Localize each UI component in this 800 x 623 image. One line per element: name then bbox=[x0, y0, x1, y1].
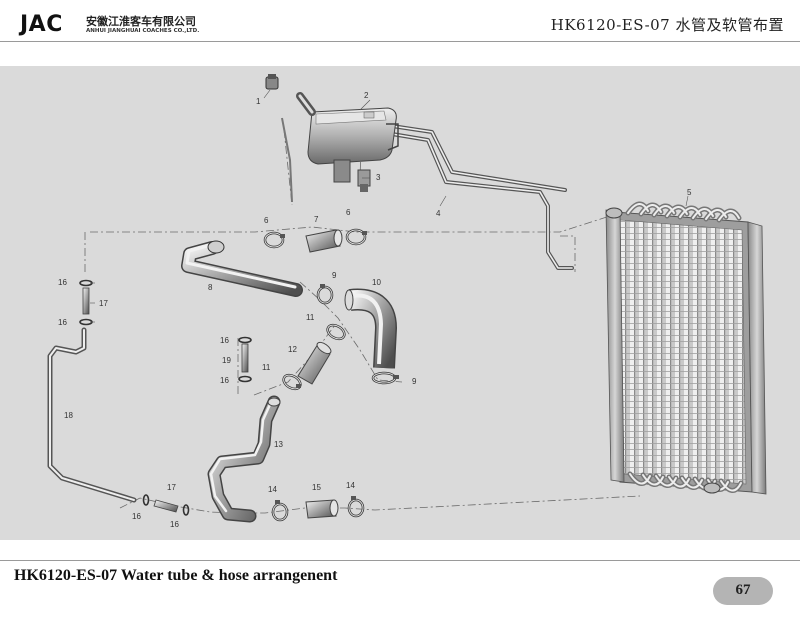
hose-clip-16c bbox=[238, 336, 252, 344]
callout-5: 5 bbox=[687, 188, 692, 197]
callout-10: 10 bbox=[372, 278, 381, 287]
expansion-tank bbox=[296, 92, 399, 183]
hose-12 bbox=[297, 341, 332, 385]
part-callouts: 1 2 3 4 5 6 6 7 8 9 9 10 11 11 12 13 14 … bbox=[58, 91, 692, 529]
callout-18: 18 bbox=[64, 411, 73, 420]
hose-clamp-11b bbox=[282, 373, 302, 391]
radiator bbox=[605, 201, 767, 495]
callout-3: 3 bbox=[376, 173, 381, 182]
hose-clamp-6a bbox=[263, 231, 285, 249]
hose-clip-16d bbox=[238, 375, 252, 383]
hose-clamp-14a bbox=[271, 500, 289, 522]
pipe-13 bbox=[207, 395, 281, 523]
exploded-parts-diagram: 1 2 3 4 5 6 6 7 8 9 9 10 11 11 12 13 14 … bbox=[0, 66, 800, 540]
callout-7: 7 bbox=[314, 215, 319, 224]
callout-14a: 14 bbox=[268, 485, 277, 494]
callout-8: 8 bbox=[208, 283, 213, 292]
header-divider bbox=[0, 41, 800, 42]
callout-leaders bbox=[90, 89, 689, 323]
callout-9b: 9 bbox=[412, 377, 417, 386]
page-number: 67 bbox=[735, 582, 751, 598]
hose-clip-16e bbox=[142, 494, 150, 506]
hose-19 bbox=[241, 343, 249, 373]
company-name-en: ANHUI JIANGHUAI COACHES CO.,LTD. bbox=[86, 28, 200, 34]
callout-6a: 6 bbox=[264, 216, 269, 225]
callout-11b: 11 bbox=[262, 363, 271, 372]
elbow-hose-10 bbox=[344, 288, 398, 369]
callout-11a: 11 bbox=[306, 313, 315, 322]
hose-clamp-6b bbox=[345, 228, 367, 246]
callout-17a: 17 bbox=[99, 299, 108, 308]
callout-1: 1 bbox=[256, 97, 261, 106]
hose-17b bbox=[153, 499, 179, 513]
callout-6b: 6 bbox=[346, 208, 351, 217]
callout-16f: 16 bbox=[170, 520, 179, 529]
callout-12: 12 bbox=[288, 345, 297, 354]
drawing-title-cn: HK6120-ES-07 水管及软管布置 bbox=[550, 16, 784, 34]
callout-16c: 16 bbox=[220, 336, 229, 345]
callout-16b: 16 bbox=[58, 318, 67, 327]
page-number-badge: 67 bbox=[713, 577, 773, 605]
hose-clip-16f bbox=[182, 504, 190, 516]
pipe-18 bbox=[47, 327, 137, 503]
page-header: JAC 安徽江淮客车有限公司 ANHUI JIANGHUAI COACHES C… bbox=[0, 0, 800, 42]
brand-logo-text: JAC bbox=[20, 12, 63, 37]
callout-19: 19 bbox=[222, 356, 231, 365]
hose-clamp-9b bbox=[371, 371, 399, 385]
callout-16d: 16 bbox=[220, 376, 229, 385]
hose-17a bbox=[82, 287, 90, 315]
hose-clamp-14b bbox=[347, 496, 365, 518]
hose-7 bbox=[305, 229, 343, 253]
company-name-cn: 安徽江淮客车有限公司 bbox=[86, 15, 196, 28]
callout-13: 13 bbox=[274, 440, 283, 449]
pipe-4 bbox=[390, 124, 574, 270]
callout-9a: 9 bbox=[332, 271, 337, 280]
hose-15 bbox=[305, 499, 339, 519]
hose-clamp-11a bbox=[326, 323, 346, 341]
drawing-title-en: HK6120-ES-07 Water tube & hose arrangene… bbox=[14, 567, 338, 584]
callout-15: 15 bbox=[312, 483, 321, 492]
callout-14b: 14 bbox=[346, 481, 355, 490]
callout-2: 2 bbox=[364, 91, 369, 100]
callout-4: 4 bbox=[436, 209, 441, 218]
callout-17b: 17 bbox=[167, 483, 176, 492]
filler-cap bbox=[265, 74, 279, 90]
callout-16a: 16 bbox=[58, 278, 67, 287]
pipe-8 bbox=[181, 240, 303, 297]
footer-divider bbox=[0, 560, 800, 561]
callout-16e: 16 bbox=[132, 512, 141, 521]
hose-clamp-9a bbox=[316, 284, 334, 305]
